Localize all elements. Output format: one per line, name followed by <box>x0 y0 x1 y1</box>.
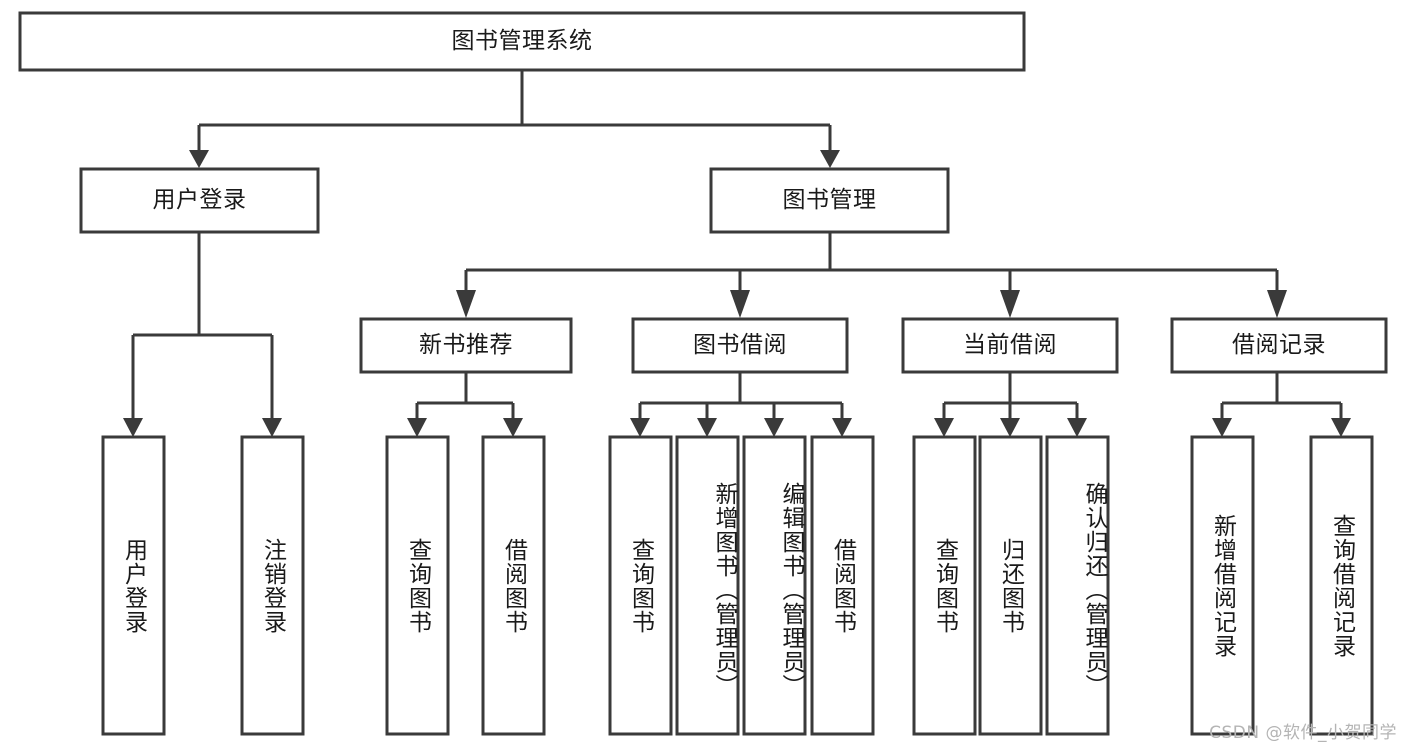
leaf-box-borrow-book-rec[interactable] <box>481 435 546 736</box>
leaf-box-add-record[interactable] <box>1190 435 1255 736</box>
leaf-box-query-book-borrow[interactable] <box>608 435 673 736</box>
arrow-book-borrow-leaf-4 <box>832 418 852 437</box>
leaf-box-edit-book[interactable] <box>742 435 807 736</box>
leaf-box-query-book-current[interactable] <box>912 435 977 736</box>
node-current-borrow-box[interactable] <box>901 317 1119 374</box>
leaf-box-return-book[interactable] <box>978 435 1043 736</box>
leaf-box-user-login[interactable] <box>101 435 166 736</box>
node-book-borrow-box[interactable] <box>631 317 849 374</box>
arrow-book-borrow-leaf-1 <box>630 418 650 437</box>
node-new-book-box[interactable] <box>359 317 573 374</box>
arrow-new-book-leaf-2 <box>503 418 523 437</box>
node-borrow-record-box[interactable] <box>1170 317 1388 374</box>
leaf-box-confirm-return[interactable] <box>1045 435 1110 736</box>
arrow-to-new-book <box>456 290 476 318</box>
arrow-to-borrow-record <box>1267 290 1287 318</box>
arrow-to-current-borrow <box>1000 290 1020 318</box>
arrow-to-book-borrow <box>730 290 750 318</box>
arrow-current-borrow-leaf-2 <box>1000 418 1020 437</box>
arrow-current-borrow-leaf-1 <box>934 418 954 437</box>
arrow-new-book-leaf-1 <box>407 418 427 437</box>
arrow-borrow-record-leaf-1 <box>1212 418 1232 437</box>
node-user-login-box[interactable] <box>79 167 320 234</box>
arrow-user-login-leaf-2 <box>262 418 282 437</box>
arrow-book-borrow-leaf-3 <box>764 418 784 437</box>
leaf-box-add-book[interactable] <box>675 435 740 736</box>
leaf-box-query-book-rec[interactable] <box>385 435 450 736</box>
arrow-current-borrow-leaf-3 <box>1067 418 1087 437</box>
arrow-to-book-manage <box>820 150 840 168</box>
arrow-to-user-login <box>189 150 209 168</box>
leaf-box-query-record[interactable] <box>1309 435 1374 736</box>
leaf-box-logout[interactable] <box>240 435 305 736</box>
arrow-book-borrow-leaf-2 <box>697 418 717 437</box>
node-book-manage-box[interactable] <box>709 167 950 234</box>
arrow-borrow-record-leaf-2 <box>1331 418 1351 437</box>
leaf-box-borrow-book[interactable] <box>810 435 875 736</box>
node-root-box[interactable] <box>18 11 1026 72</box>
arrow-user-login-leaf-1 <box>123 418 143 437</box>
